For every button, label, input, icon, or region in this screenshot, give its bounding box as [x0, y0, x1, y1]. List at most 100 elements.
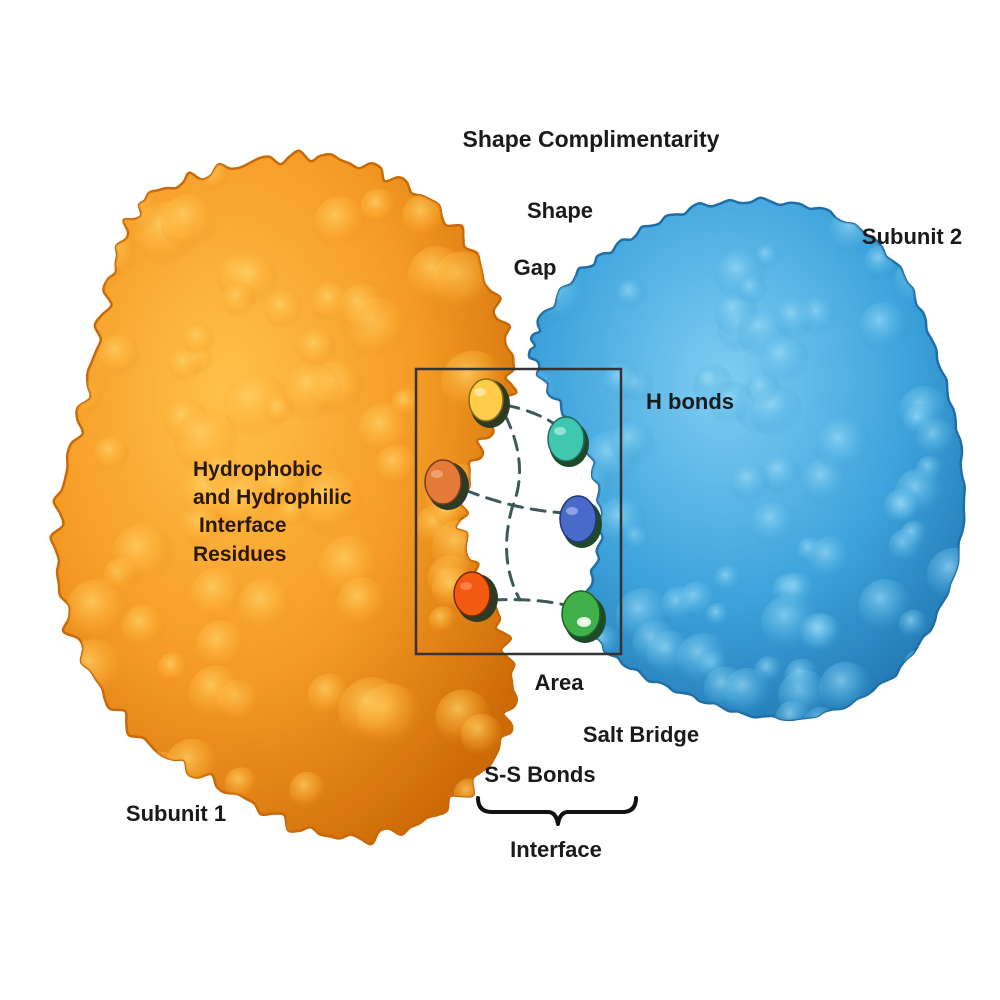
interface-residues — [424, 378, 606, 643]
dashed-bond-red-green — [490, 598, 567, 607]
subunit-2-surface — [527, 196, 966, 722]
subunit-1-bump — [224, 767, 259, 801]
label-subunit-2: Subunit 2 — [862, 224, 962, 249]
subunit-1-bump — [298, 469, 365, 537]
subunit-1-bump — [488, 513, 517, 558]
subunit-2-bump — [950, 605, 965, 636]
subunit-2-bump — [815, 418, 872, 475]
subunit-2-bump — [926, 548, 965, 603]
subunit-1-bump — [428, 606, 457, 635]
subunit-2-bump — [864, 245, 899, 281]
subunit-1-bump — [431, 519, 490, 578]
subunit-2-bump — [616, 279, 648, 311]
residue-yellow — [468, 378, 510, 428]
subunit-2-bump — [705, 602, 731, 629]
subunit-1-bump — [97, 334, 141, 378]
subunit-2-bump — [730, 463, 771, 504]
subunit-1-bump — [336, 577, 389, 630]
subunit-2-bump — [759, 335, 810, 386]
subunit-1-bump — [50, 226, 88, 265]
label-shape: Shape — [527, 198, 593, 223]
label-hydrophobic-line-3: Interface — [199, 514, 287, 537]
subunit-1-bump — [289, 771, 327, 809]
subunit-2-bump — [858, 302, 911, 354]
subunit-2-bump — [799, 612, 841, 654]
subunit-2-bump — [597, 497, 649, 549]
label-interface: Interface — [510, 837, 602, 862]
subunit-1-bump — [50, 287, 84, 334]
subunit-2-texture — [528, 207, 965, 720]
label-subunit-1: Subunit 1 — [126, 801, 226, 826]
subunit-1-bump — [183, 323, 216, 356]
subunit-2-bump — [784, 658, 820, 694]
subunit-2-bump — [746, 372, 781, 407]
subunit-1-bump — [313, 196, 367, 250]
label-hydrophobic-line-1: Hydrophobic — [193, 458, 323, 481]
label-hydrophobic-line-2: and Hydrophilic — [193, 486, 352, 509]
subunit-1-bump — [375, 444, 419, 489]
label-shape-complementarity: Shape Complimentarity — [463, 126, 720, 152]
subunit-2-bump — [528, 371, 560, 416]
subunit-1-bump — [94, 436, 130, 473]
subunit-1-bump — [90, 231, 139, 279]
subunit-1-bump — [100, 826, 130, 845]
residue-red-orange — [453, 571, 498, 622]
subunit-1-bump — [67, 380, 103, 416]
subunit-1-bump — [165, 738, 220, 794]
subunit-1-bump — [337, 283, 388, 334]
subunit-1-bump — [237, 578, 295, 636]
subunit-2-bump — [723, 668, 772, 717]
subunit-2-bump — [775, 700, 812, 720]
subunit-2-bump — [602, 362, 642, 402]
subunit-1-bump — [391, 388, 421, 419]
subunit-1-bump — [402, 194, 448, 240]
subunit-1-bump — [477, 461, 517, 521]
labels: Shape Complimentarity Shape Gap Subunit … — [126, 126, 962, 862]
subunit-2-bump — [903, 650, 931, 678]
subunit-1-bump — [57, 827, 100, 845]
subunit-1-bump — [50, 346, 85, 382]
subunit-1-bump — [195, 620, 248, 673]
subunit-2-bump — [888, 492, 921, 526]
subunit-2-bump — [692, 364, 734, 406]
subunit-1-bump — [264, 290, 304, 331]
interface-box — [414, 367, 623, 656]
subunit-1-bump — [200, 821, 232, 845]
subunit-1-bump — [190, 567, 246, 623]
label-ss-bonds: S-S Bonds — [484, 762, 595, 787]
subunit-2-bump — [858, 579, 913, 634]
subunit-1-bump — [160, 194, 218, 251]
subunit-1-bump — [254, 458, 305, 510]
subunit-1-bump — [157, 652, 189, 685]
label-area: Area — [535, 670, 585, 695]
subunit-1-bump — [460, 713, 504, 757]
subunit-1-bump — [106, 181, 162, 237]
subunit-1-bump — [188, 665, 245, 722]
residue-green — [561, 590, 606, 643]
subunit-2-bump — [894, 253, 952, 311]
subunit-1-bump — [407, 246, 467, 306]
subunit-2-bump — [773, 297, 816, 340]
subunit-1-bump — [283, 362, 343, 422]
dashed-chain-center — [503, 413, 522, 602]
subunit-1-bump — [360, 188, 398, 226]
residue-teal — [547, 416, 589, 467]
subunit-2-bump — [714, 565, 743, 594]
subunit-2-bump — [902, 403, 938, 439]
subunit-1-bump — [120, 604, 167, 651]
subunit-2-bump — [750, 500, 798, 549]
subunit-1-bump — [221, 282, 257, 318]
subunit-1-bump — [112, 523, 174, 586]
subunit-2-bump — [737, 275, 768, 306]
label-hydrophobic-line-4: Residues — [193, 543, 286, 566]
subunit-2-bump — [610, 421, 655, 466]
subunit-1-bump — [65, 579, 130, 644]
label-salt-bridge: Salt Bridge — [583, 722, 699, 747]
subunit-1-bump — [57, 717, 88, 747]
interface-brace — [476, 796, 638, 826]
dashed-bond-orange-blue — [463, 488, 567, 515]
subunit-1-bump — [50, 771, 96, 821]
subunit-2-bump — [760, 454, 802, 495]
subunit-1-bump — [252, 818, 295, 845]
